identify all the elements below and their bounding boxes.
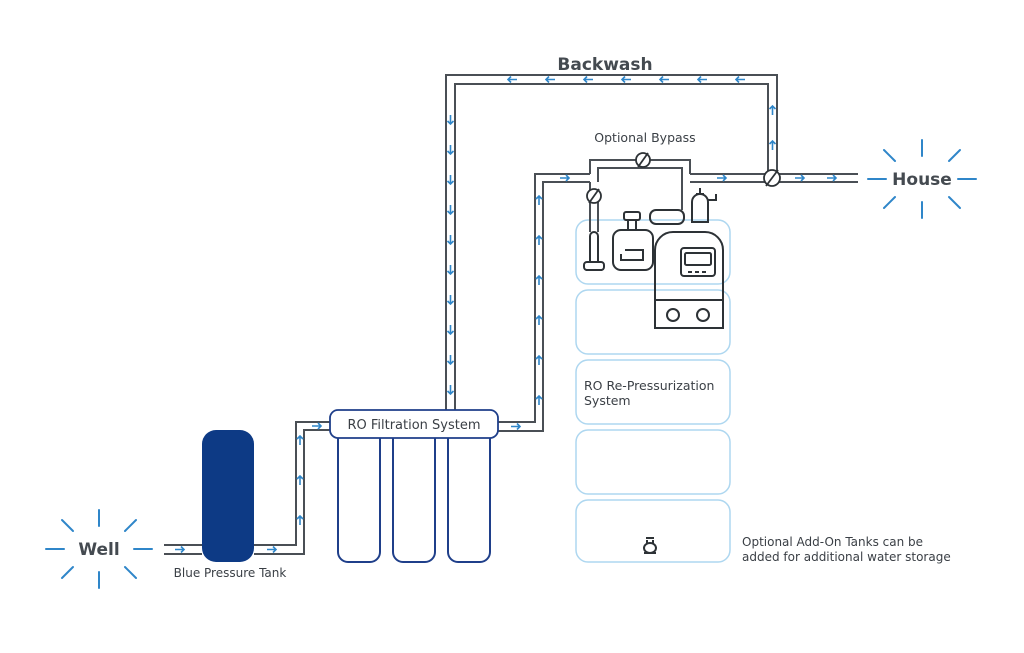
flow-arrow-icon bbox=[446, 295, 455, 306]
storage-tank-5 bbox=[575, 499, 731, 563]
flow-arrow-icon bbox=[506, 75, 517, 84]
flow-arrow-icon bbox=[535, 394, 543, 405]
pipes bbox=[164, 74, 858, 555]
optional-bypass-label: Optional Bypass bbox=[594, 130, 695, 145]
backwash-label: Backwash bbox=[557, 55, 652, 75]
valve-icon bbox=[586, 188, 602, 204]
flow-arrow-icon bbox=[446, 145, 455, 156]
house-burst-icon bbox=[867, 139, 977, 219]
blue-pressure-tank-label: Blue Pressure Tank bbox=[174, 566, 287, 580]
storage-tank-2 bbox=[575, 289, 731, 355]
flow-arrow-icon bbox=[696, 75, 707, 84]
flow-arrow-icon bbox=[658, 75, 669, 84]
flow-arrow-icon bbox=[535, 354, 543, 365]
flow-arrow-icon bbox=[446, 235, 455, 246]
flow-arrow-icon bbox=[446, 175, 455, 186]
flow-arrow-icon bbox=[312, 422, 323, 430]
flow-arrow-icon bbox=[544, 75, 555, 84]
filter-housing-1 bbox=[337, 438, 381, 563]
flow-arrow-icon bbox=[446, 205, 455, 216]
flow-arrow-icon bbox=[717, 174, 728, 182]
flow-arrow-icon bbox=[535, 314, 543, 325]
blue-pressure-tank bbox=[202, 430, 254, 562]
flow-arrow-icon bbox=[446, 325, 455, 336]
pressure-switch-icon bbox=[649, 188, 717, 225]
valve-icon bbox=[635, 152, 651, 168]
flow-arrow-icon bbox=[560, 174, 571, 182]
storage-tank-4 bbox=[575, 429, 731, 495]
addon-tanks-note-2: added for additional water storage bbox=[742, 550, 951, 564]
well-label: Well bbox=[78, 540, 119, 560]
addon-tanks-note-1: Optional Add-On Tanks can be bbox=[742, 535, 923, 549]
uv-lamp-icon bbox=[583, 231, 605, 271]
ro-filter-housings bbox=[337, 438, 491, 563]
flow-arrow-icon bbox=[296, 474, 304, 485]
flow-arrow-icon bbox=[267, 545, 278, 554]
flow-arrow-icon bbox=[175, 545, 186, 554]
flow-arrow-icon bbox=[535, 274, 543, 285]
flow-arrow-icon bbox=[535, 234, 543, 245]
flow-arrow-icon bbox=[511, 422, 522, 431]
flow-arrow-icon bbox=[768, 104, 777, 115]
pump-controller-icon bbox=[654, 231, 724, 329]
flow-arrow-icon bbox=[296, 434, 304, 445]
ro-repressurization-label-1: RO Re-Pressurization bbox=[584, 378, 714, 393]
drain-fitting-icon bbox=[643, 537, 657, 554]
filter-housing-2 bbox=[392, 438, 436, 563]
ro-repressurization-label-2: System bbox=[584, 393, 631, 408]
flow-arrows bbox=[175, 75, 838, 554]
flow-arrow-icon bbox=[795, 174, 806, 182]
flow-arrow-icon bbox=[446, 355, 455, 366]
flow-arrow-icon bbox=[734, 75, 745, 84]
sediment-filter-icon bbox=[612, 211, 654, 271]
house-label: House bbox=[892, 170, 952, 190]
flow-arrow-icon bbox=[768, 139, 777, 150]
flow-arrow-icon bbox=[446, 385, 455, 396]
ro-filtration-label: RO Filtration System bbox=[347, 418, 480, 433]
flow-arrow-icon bbox=[827, 174, 838, 182]
flow-arrow-icon bbox=[296, 514, 304, 525]
filter-housing-3 bbox=[447, 438, 491, 563]
flow-arrow-icon bbox=[446, 265, 455, 276]
ro-filtration-box bbox=[329, 409, 499, 439]
flow-arrow-icon bbox=[535, 194, 543, 205]
storage-tank-3 bbox=[575, 359, 731, 425]
flow-arrow-icon bbox=[446, 115, 455, 126]
flow-arrow-icon bbox=[582, 75, 593, 84]
well-burst-icon bbox=[45, 509, 153, 589]
valve-icon bbox=[763, 169, 781, 187]
flow-arrow-icon bbox=[620, 75, 631, 84]
